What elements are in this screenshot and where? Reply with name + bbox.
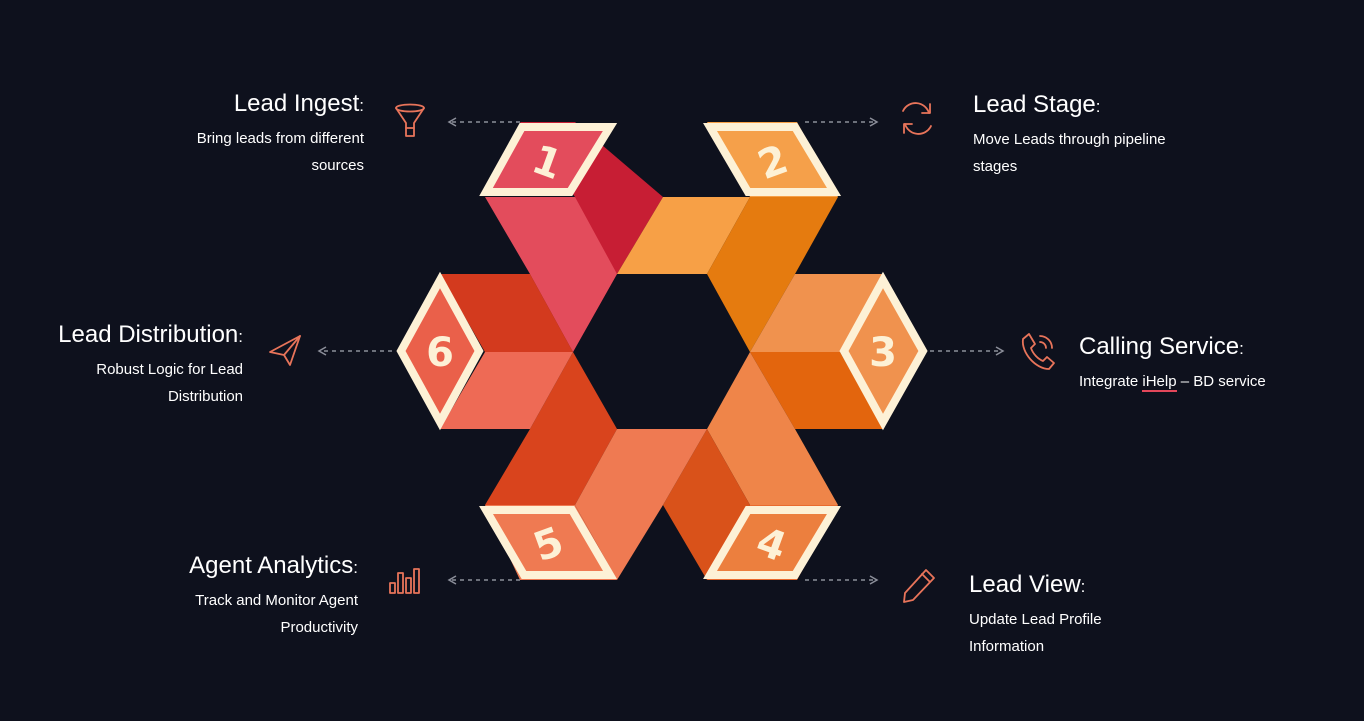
step-badge-5: 5: [479, 506, 617, 579]
feature-description: Update Lead Profile Information: [969, 611, 1102, 655]
feature-title: Lead Distribution: [58, 321, 239, 348]
title-colon: :: [1080, 577, 1086, 596]
title-colon: :: [1239, 339, 1244, 358]
step-badge-2: 2: [703, 123, 842, 196]
ihelp-highlight: iHelp: [1142, 373, 1177, 392]
feature-title: Agent Analytics: [189, 552, 354, 579]
feature-title: Calling Service: [1079, 333, 1240, 360]
feature-description-pre: Integrate: [1079, 373, 1143, 390]
feature-lead-stage: Lead Stage: Move Leads through pipeline …: [973, 90, 1293, 180]
funnel-icon: [395, 103, 425, 137]
step-badge-3: 3: [839, 271, 928, 431]
feature-description: Robust Logic for Lead Distribution: [96, 361, 243, 405]
feature-title: Lead View: [969, 571, 1081, 598]
pencil-icon: [903, 569, 935, 603]
step-number-3: 3: [869, 330, 897, 376]
title-colon: :: [359, 96, 364, 115]
feature-description: Track and Monitor Agent Productivity: [195, 592, 358, 636]
connector-arrow-5: [447, 575, 457, 585]
step-badge-1: 1: [479, 123, 618, 196]
title-colon: :: [1095, 97, 1101, 116]
bar-chart-icon: [389, 568, 420, 594]
feature-description-post: – BD service: [1176, 373, 1266, 390]
connector-arrow-3: [995, 346, 1005, 356]
refresh-icon: [902, 102, 932, 135]
title-colon: :: [238, 327, 243, 346]
feature-lead-view: Lead View: Update Lead Profile Informati…: [969, 570, 1289, 660]
connector-arrow-1: [447, 117, 457, 127]
feature-lead-ingest: Lead Ingest: Bring leads from different …: [44, 89, 364, 179]
feature-description: Move Leads through pipeline stages: [973, 131, 1166, 175]
step-block-6: [440, 274, 573, 429]
phone-icon: [1022, 333, 1055, 370]
step-number-6: 6: [426, 330, 454, 376]
step-badge-4: 4: [703, 506, 842, 579]
feature-description: Bring leads from different sources: [196, 130, 364, 174]
feature-title: Lead Ingest: [233, 90, 360, 117]
connector-arrow-4: [869, 575, 879, 585]
connector-arrow-2: [869, 117, 879, 127]
connector-arrow-6: [317, 346, 327, 356]
step-badge-6: 6: [396, 271, 484, 431]
feature-agent-analytics: Agent Analytics: Track and Monitor Agent…: [38, 551, 358, 641]
title-colon: :: [353, 558, 358, 577]
paper-plane-icon: [269, 335, 301, 366]
feature-lead-distribution: Lead Distribution: Robust Logic for Lead…: [0, 320, 243, 410]
feature-title: Lead Stage: [973, 91, 1096, 118]
feature-calling-service: Calling Service: Integrate iHelp – BD se…: [1079, 332, 1359, 395]
